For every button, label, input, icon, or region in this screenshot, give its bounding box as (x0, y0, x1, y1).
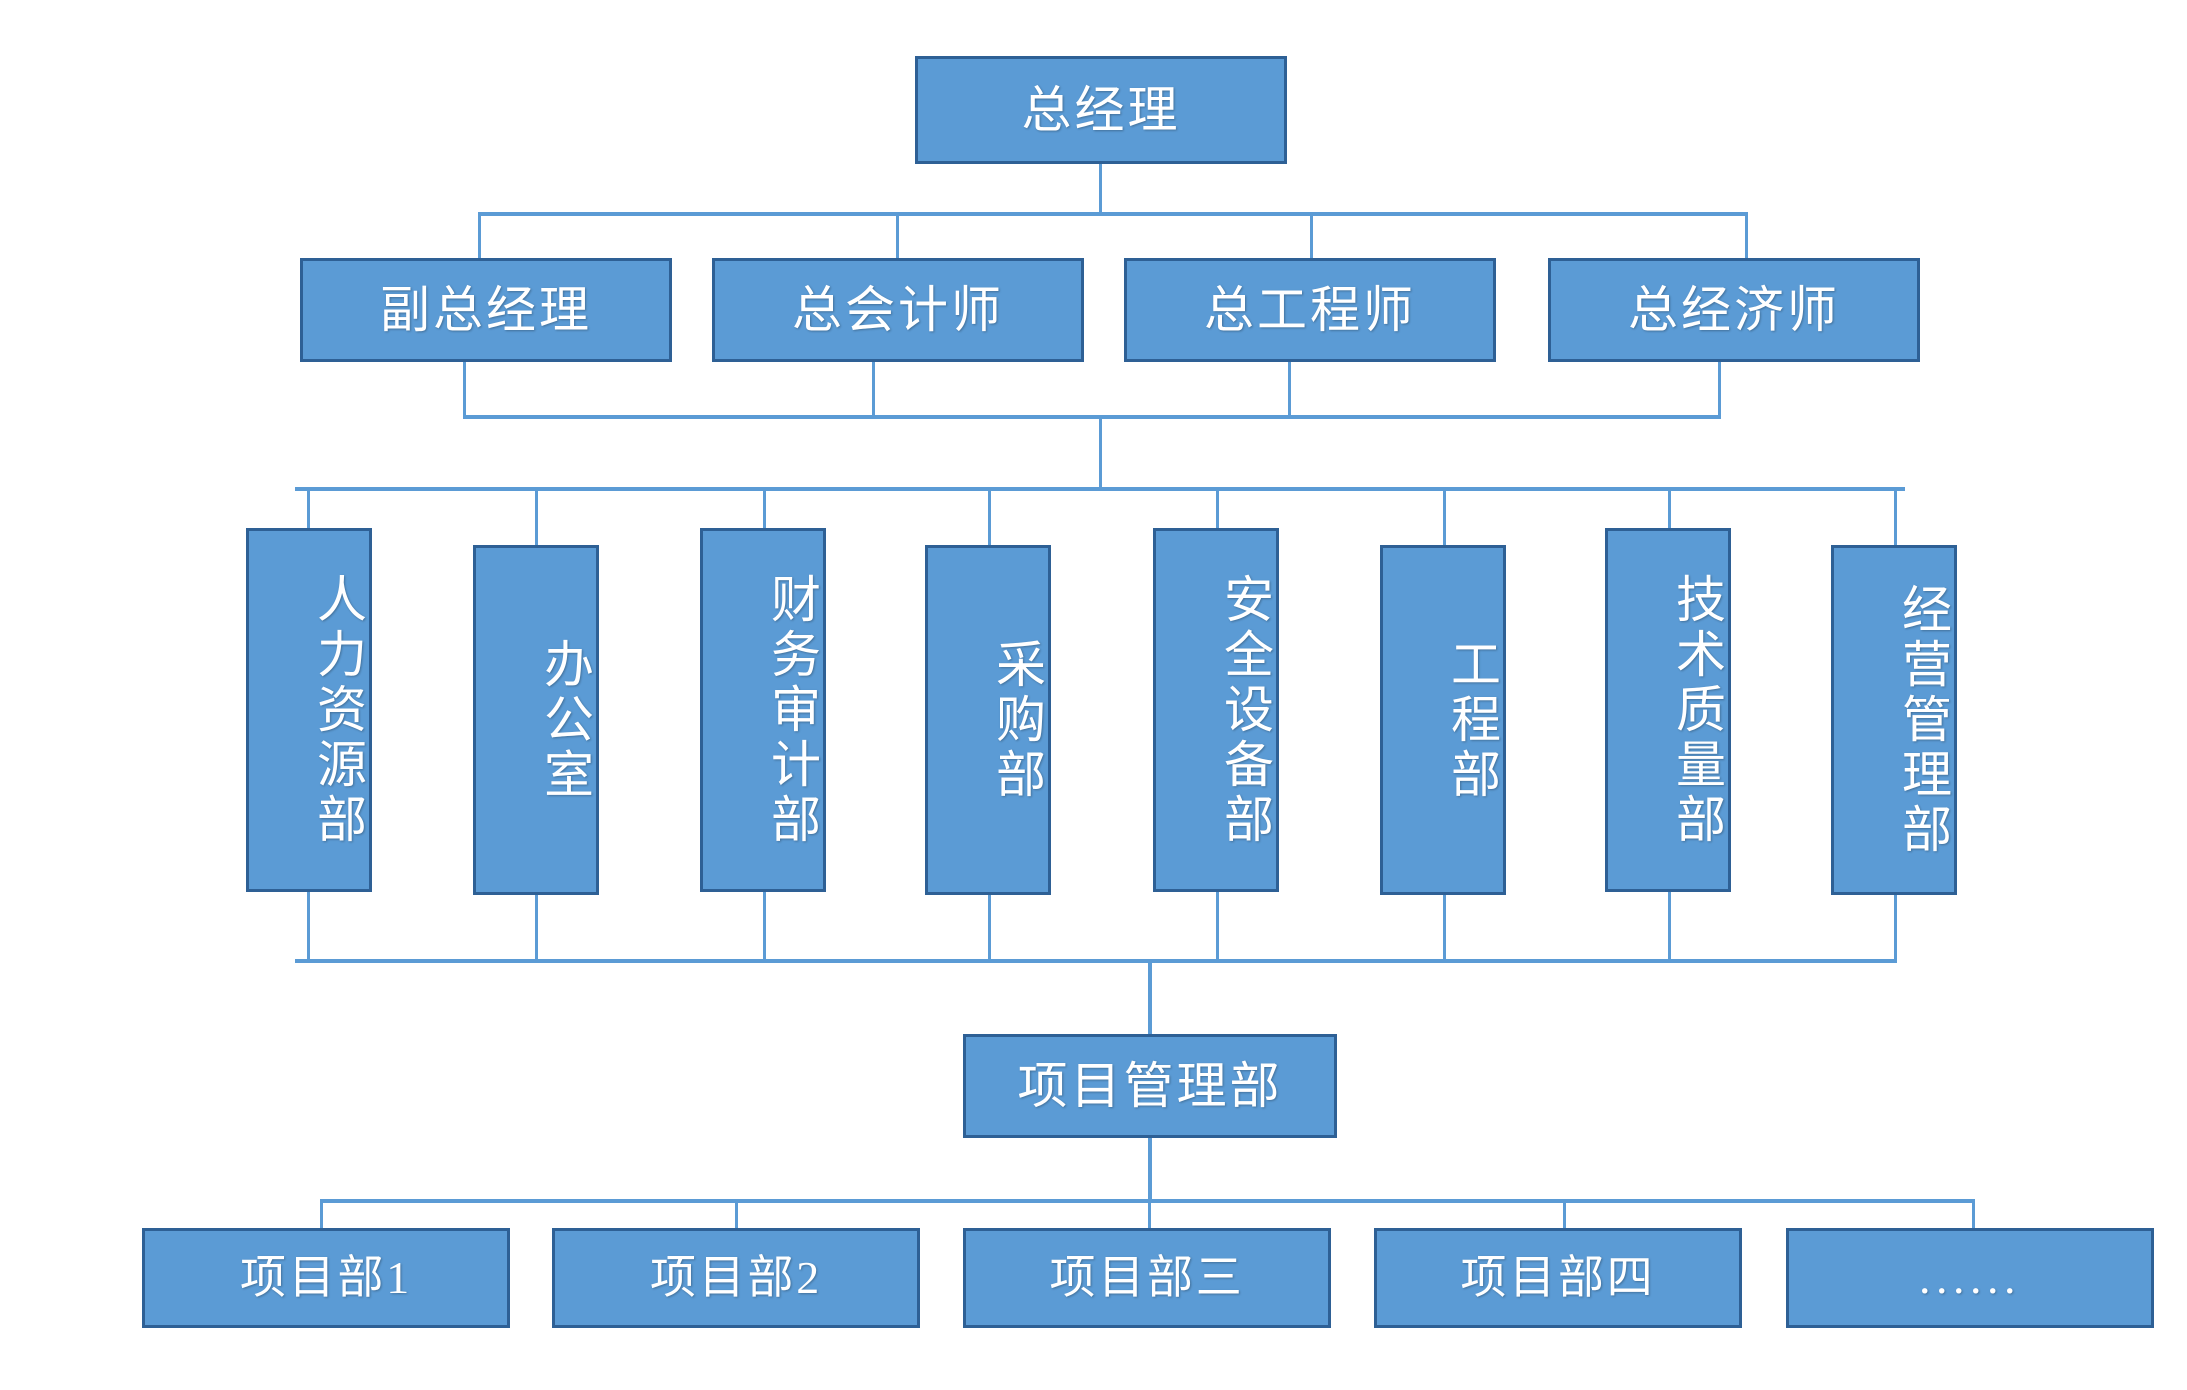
node-procurement-department[interactable]: 采购部 (925, 545, 1051, 895)
connector-drop-technical-quality (1668, 487, 1671, 531)
node-label: 总经理 (1021, 81, 1181, 138)
connector-drop-chief-accountant (896, 212, 899, 258)
connector-drop-chief-engineer (1310, 212, 1313, 258)
connector-department-bus (295, 487, 1905, 491)
connector-executive-merge-bus (463, 415, 1721, 419)
node-project-more[interactable]: ...... (1786, 1228, 2154, 1328)
node-label: 工程部 (1444, 637, 1500, 803)
connector-riser-finance (763, 892, 766, 962)
node-project-management-department[interactable]: 项目管理部 (963, 1034, 1337, 1138)
connector-riser-chief-economist (1718, 362, 1721, 418)
connector-drop-engineering (1443, 487, 1446, 547)
connector-project-management-spine (1148, 959, 1152, 1037)
connector-riser-safety (1216, 892, 1219, 962)
node-label: 经营管理部 (1895, 582, 1951, 858)
node-label: 项目部2 (649, 1251, 823, 1303)
connector-projects-spine (1148, 1138, 1152, 1202)
node-label: 采购部 (989, 637, 1045, 803)
node-office[interactable]: 办公室 (473, 545, 599, 895)
node-label: 办公室 (537, 637, 593, 803)
connector-riser-chief-engineer (1288, 362, 1291, 418)
connector-department-merge-bus (295, 959, 1897, 963)
node-deputy-general-manager[interactable]: 副总经理 (300, 258, 672, 362)
connector-drop-procurement (988, 487, 991, 547)
node-label: 总会计师 (792, 281, 1004, 338)
node-label: 人力资源部 (310, 572, 366, 848)
node-label: 总工程师 (1204, 281, 1416, 338)
connector-project-bus (320, 1199, 1975, 1203)
node-chief-engineer[interactable]: 总工程师 (1124, 258, 1496, 362)
connector-riser-engineering (1443, 895, 1446, 962)
connector-gm-drop (1099, 164, 1102, 214)
connector-drop-finance (763, 487, 766, 531)
connector-riser-procurement (988, 895, 991, 962)
node-chief-economist[interactable]: 总经济师 (1548, 258, 1920, 362)
node-engineering-department[interactable]: 工程部 (1380, 545, 1506, 895)
connector-riser-hr (307, 892, 310, 962)
connector-riser-office (535, 895, 538, 962)
node-label: 安全设备部 (1217, 572, 1273, 848)
connector-riser-business-management (1894, 895, 1897, 962)
node-label: 总经济师 (1628, 281, 1840, 338)
node-hr-department[interactable]: 人力资源部 (246, 528, 372, 892)
node-label: 副总经理 (380, 281, 592, 338)
connector-drop-deputy-gm (478, 212, 481, 258)
connector-drop-business-management (1894, 487, 1897, 547)
node-label: 项目部1 (239, 1251, 413, 1303)
node-chief-accountant[interactable]: 总会计师 (712, 258, 1084, 362)
node-project-4[interactable]: 项目部四 (1374, 1228, 1742, 1328)
node-label: 财务审计部 (764, 572, 820, 848)
node-business-management-department[interactable]: 经营管理部 (1831, 545, 1957, 895)
node-label: 项目部三 (1049, 1251, 1245, 1303)
connector-drop-hr (307, 487, 310, 531)
node-project-1[interactable]: 项目部1 (142, 1228, 510, 1328)
node-label: 项目部四 (1460, 1251, 1656, 1303)
connector-executive-bus (478, 212, 1748, 216)
connector-riser-chief-accountant (872, 362, 875, 418)
node-label: ...... (1918, 1251, 2022, 1303)
connector-drop-chief-economist (1745, 212, 1748, 258)
node-project-3[interactable]: 项目部三 (963, 1228, 1331, 1328)
node-technical-quality-department[interactable]: 技术质量部 (1605, 528, 1731, 892)
node-safety-equipment-department[interactable]: 安全设备部 (1153, 528, 1279, 892)
node-general-manager[interactable]: 总经理 (915, 56, 1287, 164)
connector-drop-safety (1216, 487, 1219, 531)
node-project-2[interactable]: 项目部2 (552, 1228, 920, 1328)
connector-riser-deputy-gm (463, 362, 466, 418)
node-finance-audit-department[interactable]: 财务审计部 (700, 528, 826, 892)
node-label: 技术质量部 (1669, 572, 1725, 848)
connector-drop-office (535, 487, 538, 547)
connector-department-spine (1099, 415, 1102, 490)
connector-riser-technical-quality (1668, 892, 1671, 962)
node-label: 项目管理部 (1017, 1057, 1283, 1114)
